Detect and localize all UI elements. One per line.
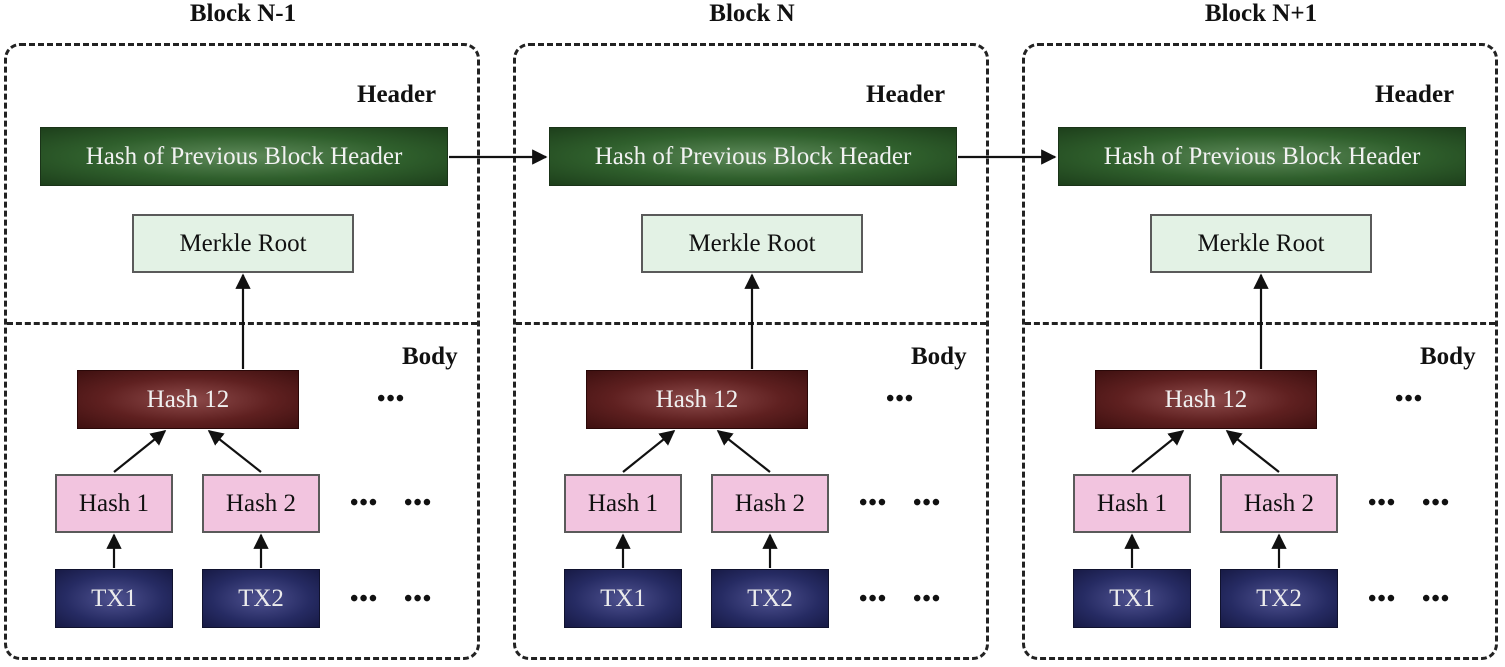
ellipsis-hash12-row: •••: [1395, 386, 1424, 412]
hash2-box[interactable]: Hash 2: [711, 474, 829, 533]
tx1-box[interactable]: TX1: [564, 569, 682, 628]
ellipsis-hash-row-2: •••: [404, 490, 433, 516]
hash1-box[interactable]: Hash 1: [55, 474, 173, 533]
ellipsis-hash12-row: •••: [377, 386, 406, 412]
tx2-box[interactable]: TX2: [202, 569, 320, 628]
hash2-box[interactable]: Hash 2: [1220, 474, 1338, 533]
ellipsis-hash-row-2: •••: [1422, 490, 1451, 516]
ellipsis-hash-row-1: •••: [859, 490, 888, 516]
arrow-hash1-to-hash12: [113, 430, 167, 473]
tx2-box[interactable]: TX2: [711, 569, 829, 628]
block-title-n-plus-1: Block N+1: [1204, 0, 1318, 27]
body-label: Body: [911, 343, 967, 370]
ellipsis-tx-row-1: •••: [1368, 586, 1397, 612]
arrow-hash1-to-hash12: [622, 430, 676, 473]
ellipsis-tx-row-1: •••: [350, 586, 379, 612]
ellipsis-hash12-row: •••: [886, 386, 915, 412]
block-title-n: Block N: [709, 0, 795, 27]
ellipsis-tx-row-2: •••: [404, 586, 433, 612]
prev-block-hash-box[interactable]: Hash of Previous Block Header: [40, 127, 448, 186]
tx1-box[interactable]: TX1: [55, 569, 173, 628]
arrow-hash1-to-hash12: [1131, 430, 1185, 473]
tx1-box[interactable]: TX1: [1073, 569, 1191, 628]
hash1-box[interactable]: Hash 1: [1073, 474, 1191, 533]
merkle-root-box[interactable]: Merkle Root: [132, 214, 354, 273]
body-label: Body: [402, 343, 458, 370]
prev-block-hash-box[interactable]: Hash of Previous Block Header: [549, 127, 957, 186]
arrow-hash2-to-hash12: [207, 430, 262, 473]
block-title-n-minus-1: Block N-1: [189, 0, 297, 27]
tx2-box[interactable]: TX2: [1220, 569, 1338, 628]
header-label: Header: [1375, 81, 1455, 108]
header-label: Header: [866, 81, 946, 108]
ellipsis-hash-row-1: •••: [1368, 490, 1397, 516]
hash12-box[interactable]: Hash 12: [1095, 370, 1317, 429]
ellipsis-tx-row-2: •••: [913, 586, 942, 612]
hash12-box[interactable]: Hash 12: [77, 370, 299, 429]
header-label: Header: [357, 81, 437, 108]
hash2-box[interactable]: Hash 2: [202, 474, 320, 533]
body-label: Body: [1420, 343, 1476, 370]
merkle-root-box[interactable]: Merkle Root: [641, 214, 863, 273]
prev-block-hash-box[interactable]: Hash of Previous Block Header: [1058, 127, 1466, 186]
arrow-hash2-to-hash12: [1225, 430, 1280, 473]
hash12-box[interactable]: Hash 12: [586, 370, 808, 429]
ellipsis-tx-row-2: •••: [1422, 586, 1451, 612]
merkle-root-box[interactable]: Merkle Root: [1150, 214, 1372, 273]
ellipsis-tx-row-1: •••: [859, 586, 888, 612]
ellipsis-hash-row-1: •••: [350, 490, 379, 516]
arrow-hash2-to-hash12: [716, 430, 771, 473]
hash1-box[interactable]: Hash 1: [564, 474, 682, 533]
ellipsis-hash-row-2: •••: [913, 490, 942, 516]
